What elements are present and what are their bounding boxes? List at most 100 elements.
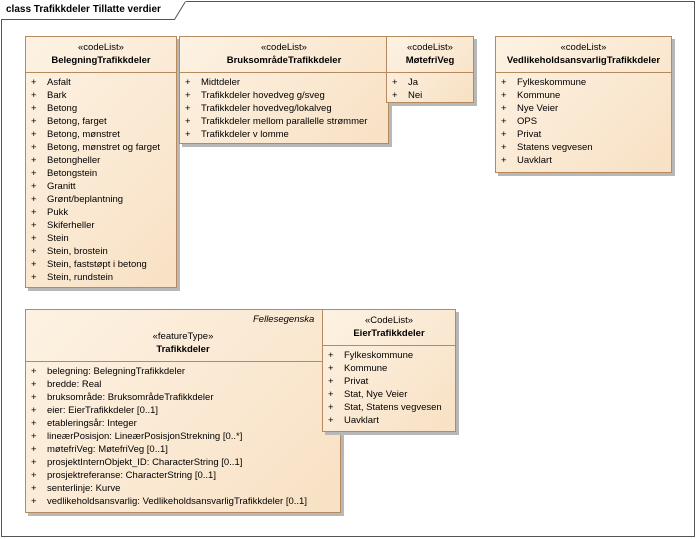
compartment-divider: [387, 72, 473, 73]
class-item-label: Trafikkdeler hovedveg/lokalveg: [201, 103, 332, 114]
class-item-label: Stat, Statens vegvesen: [344, 402, 442, 413]
class-item: + Uavklart: [323, 414, 455, 427]
class-item-label: Fylkeskommune: [344, 350, 414, 361]
class-item-label: OPS: [517, 116, 538, 127]
visibility-marker: +: [31, 116, 37, 127]
class-stereotype: «codeList»: [407, 42, 453, 53]
class-item-label: Privat: [517, 129, 542, 140]
class-item-label: Stein, faststøpt i betong: [47, 259, 147, 270]
class-item: +Stat, Nye Veier: [323, 388, 455, 401]
class-stereotype: «CodeList»: [364, 315, 414, 326]
class-name: BelegningTrafikkdeler: [51, 55, 151, 66]
class-stereotype: «codeList»: [560, 42, 607, 53]
class-item: +Stein, brostein: [26, 245, 176, 258]
class-item-label: Fylkeskommune: [517, 77, 587, 88]
class-item-label: Statens vegvesen: [517, 142, 593, 153]
class-item-label: Betong, mønstret: [47, 129, 120, 140]
visibility-marker: +: [328, 402, 334, 413]
visibility-marker: +: [501, 116, 507, 127]
visibility-marker: +: [501, 129, 507, 140]
class-item-label: Skiferheller: [47, 220, 95, 231]
class-motefri-veg[interactable]: «codeList» MøtefriVeg + Ja+Nei: [386, 36, 474, 103]
class-name: EierTrafikkdeler: [353, 328, 425, 339]
class-item-label: Uavklart: [344, 415, 379, 426]
class-items: +Fylkeskommune+Kommune+Nye Veier+OPS+Pri…: [496, 73, 671, 167]
visibility-marker: +: [31, 77, 37, 88]
visibility-marker: +: [31, 483, 37, 494]
class-item: + lineærPosisjon: LineærPosisjonStrekning…: [26, 430, 340, 443]
class-item: +bredde: Real: [26, 378, 340, 391]
visibility-marker: +: [328, 389, 334, 400]
visibility-marker: +: [31, 259, 37, 270]
visibility-marker: +: [31, 272, 37, 283]
visibility-marker: +: [185, 90, 191, 101]
class-item: +Bark: [26, 89, 176, 102]
class-item: +eier: EierTrafikkdeler [0..1]: [26, 404, 340, 417]
class-item-label: Betong: [47, 103, 78, 114]
class-item-label: senterlinje: Kurve: [47, 483, 121, 494]
visibility-marker: +: [31, 155, 37, 166]
class-item: +Stein, rundstein: [26, 271, 176, 284]
class-item: +Nei: [387, 89, 473, 102]
class-item: + Statens vegvesen: [496, 141, 671, 154]
class-item-label: prosjektInternObjekt_ID: CharacterString…: [47, 457, 243, 468]
class-items: + Ja+Nei: [387, 73, 473, 102]
class-item: +prosjektInternObjekt_ID: CharacterStrin…: [26, 456, 340, 469]
class-item: +Stein: [26, 232, 176, 245]
visibility-marker: +: [501, 77, 507, 88]
class-eier-trafikkdeler[interactable]: «CodeList» EierTrafikkdeler + Fylkeskommu…: [322, 309, 456, 432]
package-label: Fellesegenska: [253, 314, 315, 325]
class-item-label: Betongstein: [47, 168, 98, 179]
visibility-marker: +: [501, 155, 507, 166]
class-item-label: Kommune: [344, 363, 388, 374]
class-item: + Uavklart: [496, 154, 671, 167]
visibility-marker: +: [31, 194, 37, 205]
visibility-marker: +: [31, 431, 37, 442]
class-item-label: Uavklart: [517, 155, 552, 166]
class-item: + Asfalt: [26, 76, 176, 89]
class-name: Trafikkdeler: [156, 344, 210, 355]
visibility-marker: +: [31, 496, 37, 507]
visibility-marker: +: [392, 90, 398, 101]
class-item: +belegning: BelegningTrafikkdeler: [26, 365, 340, 378]
class-item: + Trafikkdeler hovedveg/lokalveg: [180, 102, 388, 115]
class-belegning-trafikkdeler[interactable]: «codeList» BelegningTrafikkdeler +Asfalt…: [25, 36, 177, 288]
visibility-marker: +: [31, 418, 37, 429]
class-items: +belegning: BelegningTrafikkdeler+bredde…: [26, 362, 340, 508]
class-items: +Fylkeskommune+Kommune+Privat+Stat, Nye …: [323, 346, 455, 427]
visibility-marker: +: [392, 77, 398, 88]
class-item: + Fylkeskommune: [323, 349, 455, 362]
compartment-divider: [26, 361, 340, 362]
visibility-marker: +: [328, 350, 334, 361]
class-item-label: Kommune: [517, 90, 561, 101]
class-item-label: Stein: [47, 233, 69, 244]
class-item-label: Granitt: [47, 181, 76, 192]
compartment-divider: [180, 72, 388, 73]
visibility-marker: +: [31, 405, 37, 416]
class-item-label: Ja: [408, 77, 419, 88]
visibility-marker: +: [31, 379, 37, 390]
visibility-marker: +: [501, 103, 507, 114]
class-trafikkdeler[interactable]: Fellesegenska «featureType» Trafikkdeler…: [25, 309, 341, 513]
visibility-marker: +: [31, 129, 37, 140]
visibility-marker: +: [501, 142, 507, 153]
class-item: +vedlikeholdsansvarlig: Vedlikeholdsansv…: [26, 495, 340, 508]
visibility-marker: +: [185, 103, 191, 114]
class-name: MøtefriVeg: [405, 55, 455, 66]
visibility-marker: +: [328, 415, 334, 426]
visibility-marker: +: [31, 181, 37, 192]
class-item-label: belegning: BelegningTrafikkdeler: [47, 366, 186, 377]
class-item-label: møtefriVeg: MøtefriVeg [0..1]: [47, 444, 168, 455]
class-item-label: lineærPosisjon: LineærPosisjonStrekning …: [47, 431, 243, 442]
visibility-marker: +: [31, 392, 37, 403]
class-item-label: Asfalt: [47, 77, 71, 88]
class-item: +Trafikkdeler v lomme: [180, 128, 388, 141]
class-item-label: Bark: [47, 90, 67, 101]
class-item: + Stat, Statens vegvesen: [323, 401, 455, 414]
class-bruksomrade-trafikkdeler[interactable]: «codeList» BruksområdeTrafikkdeler +Midt…: [179, 36, 389, 144]
class-item-label: Betongheller: [47, 155, 101, 166]
class-items: +Midtdeler+Trafikkdeler hovedveg g/sveg+…: [180, 73, 388, 141]
class-vedlikeholdsansvarlig-trafikkdeler[interactable]: «codeList» VedlikeholdsansvarligTrafikkd…: [495, 36, 672, 173]
class-item: +Kommune: [323, 362, 455, 375]
class-item: +etableringsår: Integer: [26, 417, 340, 430]
